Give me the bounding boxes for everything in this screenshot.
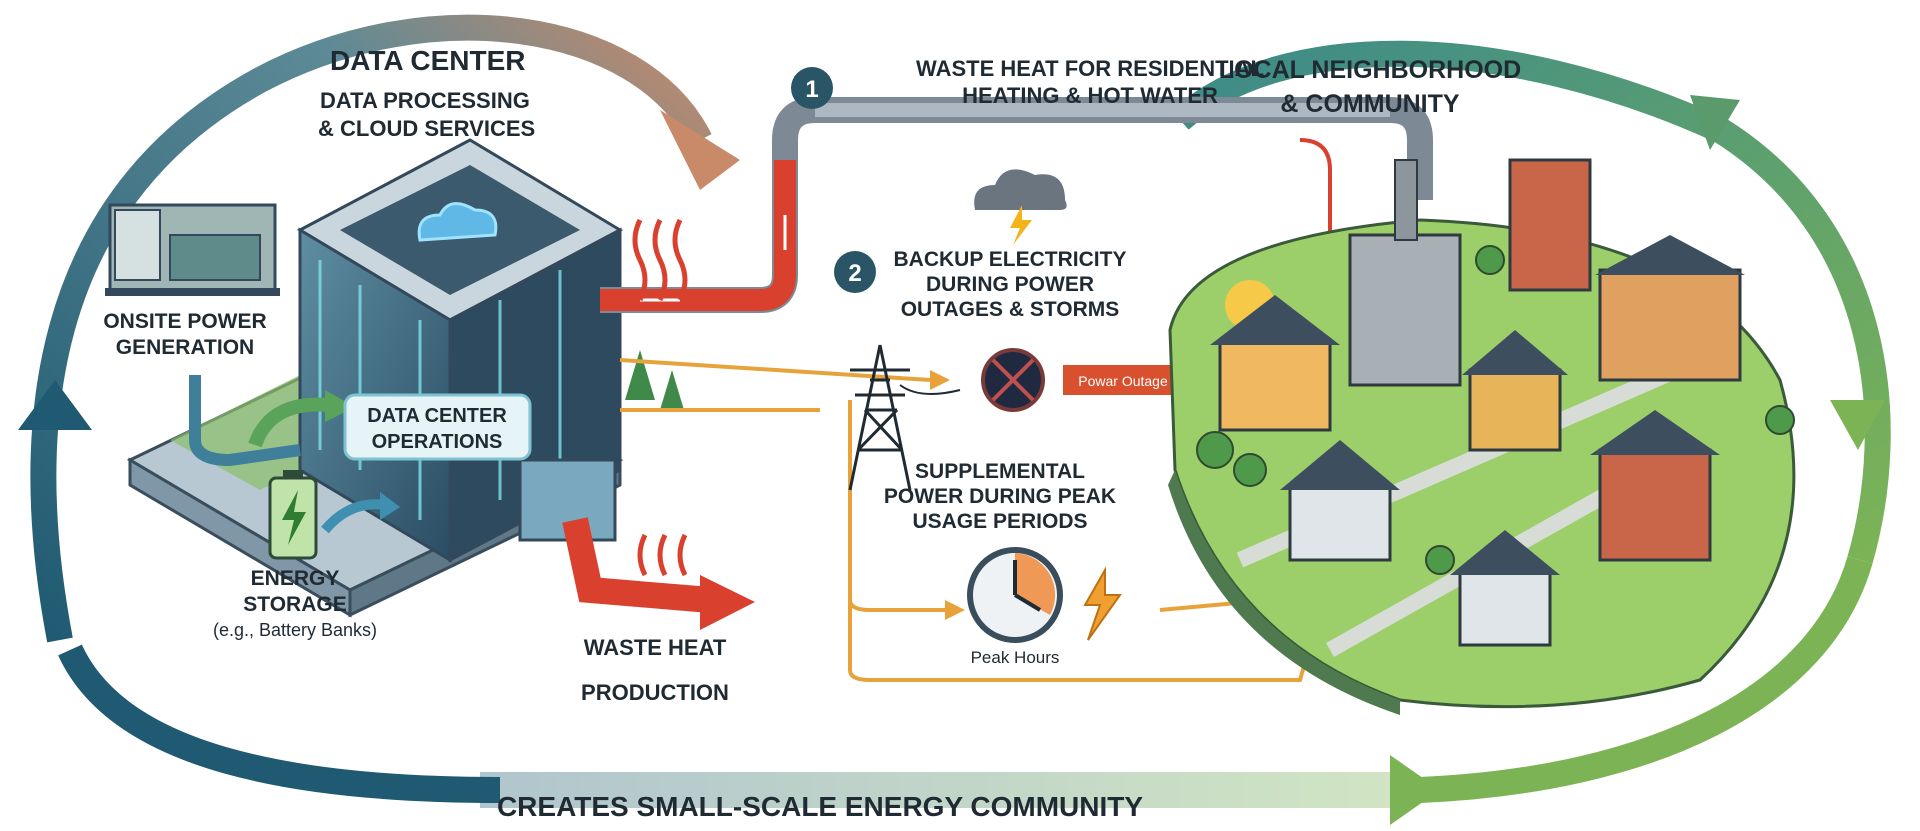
benefit-1-label: HEATING & HOT WATER (962, 83, 1218, 108)
tree-icon (1233, 453, 1267, 487)
supplemental-label: POWER DURING PEAK (884, 485, 1116, 508)
data-center-subtitle: & CLOUD SERVICES (318, 116, 535, 141)
house (1450, 530, 1560, 647)
waste-heat-arrow (562, 517, 712, 613)
community-title: LOCAL NEIGHBORHOOD (1219, 56, 1521, 84)
onsite-power-label: ONSITE POWER (103, 310, 266, 333)
battery-icon (268, 470, 318, 560)
apartment-building (1508, 158, 1592, 292)
energy-storage-example: (e.g., Battery Banks) (213, 620, 377, 640)
flow-arrow (248, 397, 331, 448)
operations-label: DATA CENTER (367, 405, 507, 427)
data-center-title: DATA CENTER (330, 45, 525, 76)
waste-heat-label: WASTE HEAT (584, 635, 727, 660)
footer-title: CREATES SMALL-SCALE ENERGY COMMUNITY (497, 791, 1143, 822)
house (1280, 440, 1400, 562)
cycle-arrow-left (18, 14, 740, 803)
power-outage-label: Powar Outage (1078, 373, 1168, 389)
operations-label-box: DATA CENTER OPERATIONS (343, 393, 532, 461)
power-outage-icon (981, 348, 1045, 412)
tree-icon (1765, 405, 1795, 435)
tree-icon (625, 350, 655, 400)
transmission-tower-icon (848, 344, 912, 491)
benefit-2-label: OUTAGES & STORMS (901, 298, 1120, 321)
heat-waves-icon (632, 218, 688, 577)
tree-icon (660, 370, 684, 410)
house (1590, 410, 1720, 562)
generator-icon (105, 203, 280, 296)
step-2-number: 2 (848, 260, 861, 287)
school-building (1595, 235, 1745, 382)
cloud-icon (417, 202, 498, 242)
heat-pipe (600, 97, 1433, 313)
onsite-power-label: GENERATION (116, 336, 254, 359)
benefit-1-label: WASTE HEAT FOR RESIDENTIAL (916, 56, 1264, 81)
footer-arrow: CREATES SMALL-SCALE ENERGY COMMUNITY (480, 755, 1440, 825)
neighborhood-illustration (1168, 158, 1796, 715)
tree-icon (1196, 431, 1234, 469)
apartment-building (1348, 159, 1462, 387)
step-2-badge (834, 251, 876, 293)
lightning-icon (1083, 566, 1122, 641)
data-center-subtitle: DATA PROCESSING (320, 88, 530, 113)
tree-icon (1425, 545, 1455, 575)
storm-cloud-icon (974, 169, 1067, 245)
tree-icon (1475, 245, 1505, 275)
flow-arrow (189, 375, 301, 467)
energy-storage-label: ENERGY (251, 567, 340, 590)
supplemental-label: SUPPLEMENTAL (915, 460, 1085, 483)
cycle-arrow-right (1171, 40, 1891, 803)
step-1-badge (791, 67, 833, 109)
clock-icon (967, 547, 1063, 643)
energy-storage-label: STORAGE (243, 593, 346, 616)
benefit-2-label: BACKUP ELECTRICITY (894, 248, 1127, 271)
house (1210, 295, 1340, 432)
supplemental-label: USAGE PERIODS (912, 510, 1087, 533)
power-lines (619, 358, 1322, 682)
house (1462, 330, 1568, 452)
benefit-2-label: DURING POWER (926, 273, 1094, 296)
peak-hours-label: Peak Hours (971, 648, 1060, 667)
step-1-number: 1 (805, 76, 818, 103)
waste-heat-label: PRODUCTION (581, 680, 729, 705)
community-title: & COMMUNITY (1280, 90, 1459, 118)
operations-label: OPERATIONS (372, 431, 503, 453)
